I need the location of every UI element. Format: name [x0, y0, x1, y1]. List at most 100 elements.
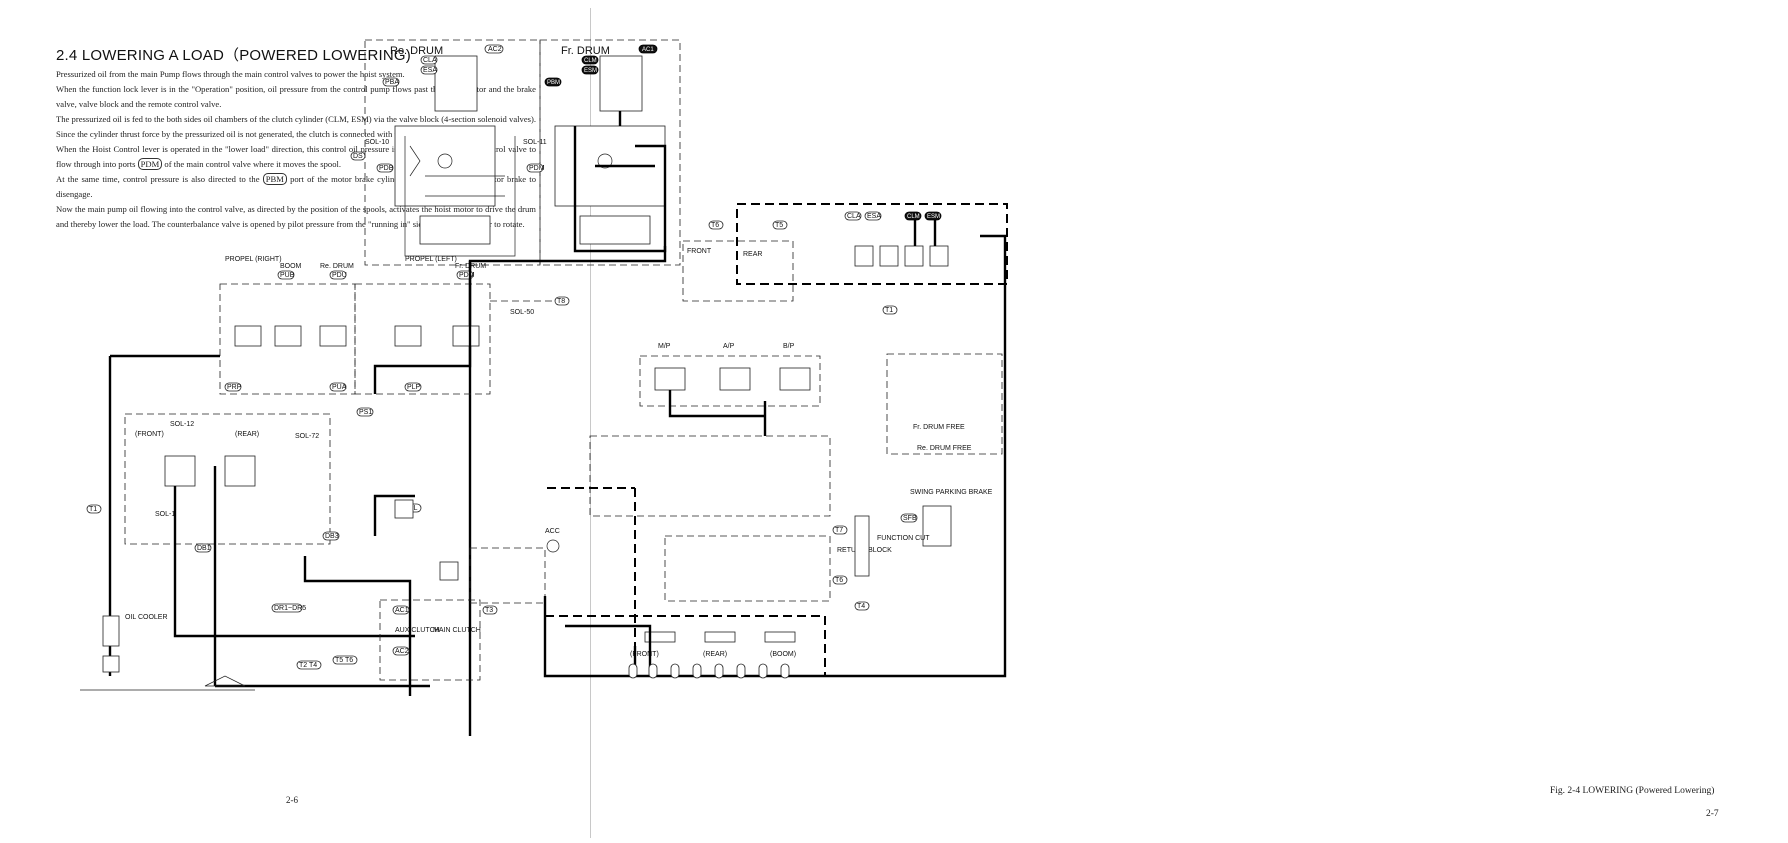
svg-text:AC2: AC2 [488, 46, 502, 53]
svg-text:T5 T6: T5 T6 [335, 657, 353, 664]
fr-drum-free-label: Fr. DRUM FREE [913, 424, 965, 431]
svg-text:PDB: PDB [379, 165, 394, 172]
front-lever-label: (FRONT) [630, 651, 659, 658]
svg-text:PS1: PS1 [359, 409, 372, 416]
hydraulic-circuit-diagram: Re. DRUM Fr. DRUM AC2 AC1 CLA ESA CLM ES… [80, 39, 1008, 736]
paragraph-3: The pressurized oil is fed to the both s… [56, 114, 536, 139]
svg-text:CLM: CLM [907, 214, 920, 220]
pilot-valve-b [779, 367, 811, 391]
propel-left-label: PROPEL (LEFT) [405, 256, 457, 263]
svg-text:CLA: CLA [847, 213, 861, 220]
function-cut-label: FUNCTION CUT [877, 535, 930, 542]
spool-fr-drum [452, 325, 480, 347]
solenoid-valve-3 [904, 245, 924, 267]
port-t6-return: T6 [832, 575, 848, 585]
paragraph-4-end: of the main control valve where it moves… [162, 159, 342, 169]
rear-motor-symbol [437, 153, 453, 169]
page-number-right: 2-7 [1706, 809, 1719, 819]
paragraph-4: When the Hoist Control lever is operated… [56, 142, 536, 172]
drum-free-block [886, 353, 1003, 455]
svg-text:T2 T4: T2 T4 [299, 662, 317, 669]
port-pdb: PDB [376, 163, 394, 173]
spool-re-drum [319, 325, 347, 347]
svg-text:AC2: AC2 [395, 648, 409, 655]
rear-brake-valve [394, 125, 496, 207]
remote-control-lever-bank [544, 615, 826, 677]
port-cla-rcv: CLA [844, 211, 862, 221]
svg-text:T1: T1 [89, 506, 97, 513]
oil-cooler-symbol [102, 615, 120, 647]
front-drum-title: Fr. DRUM [561, 45, 610, 57]
port-sfb: SFB [900, 513, 918, 523]
sol-50-label: SOL-50 [510, 309, 534, 316]
solenoid-valve-1 [854, 245, 874, 267]
port-t5-t6: T5 T6 [332, 655, 358, 665]
port-clm-rcv: CLM [904, 211, 922, 221]
port-pbm-ref: PBM [262, 173, 287, 185]
svg-text:SFB: SFB [903, 515, 917, 522]
sol-1-label: SOL-1 [155, 511, 175, 518]
svg-text:T5: T5 [775, 222, 783, 229]
brake-valve-symbol [439, 561, 459, 581]
port-db1: DB1 [194, 543, 212, 553]
pilot-valve-a [719, 367, 751, 391]
sol-72-label: SOL-72 [295, 433, 319, 440]
svg-text:PBA: PBA [385, 79, 399, 86]
port-t8: T8 [554, 296, 570, 306]
accumulator-block [469, 547, 546, 604]
svg-text:PDU: PDU [332, 272, 347, 279]
svg-text:T1: T1 [885, 307, 893, 314]
section-title: 2.4 LOWERING A LOAD（POWERED LOWERING) [56, 47, 411, 64]
acc-label: ACC [545, 528, 560, 535]
svg-text:PRP: PRP [227, 384, 242, 391]
svg-text:DB3: DB3 [325, 533, 339, 540]
pump-block [124, 413, 331, 545]
port-t1-rcv: T1 [882, 305, 898, 315]
port-t6: T6 [708, 220, 724, 230]
spool-propel-right [234, 325, 262, 347]
svg-text:T8: T8 [557, 298, 565, 305]
rear-counterbalance-valve [419, 215, 491, 245]
svg-text:T3: T3 [485, 607, 493, 614]
re-drum-free-label: Re. DRUM FREE [917, 445, 972, 452]
clutch-block [379, 599, 481, 681]
port-pba: PBA [382, 77, 400, 87]
svg-text:DR1~DR5: DR1~DR5 [274, 605, 306, 612]
svg-text:DB1: DB1 [197, 545, 211, 552]
bp-label: B/P [783, 343, 795, 350]
paragraph-2: When the function lock lever is in the "… [56, 84, 536, 109]
port-pdm-drum: PDM [526, 163, 545, 173]
remote-control-valve-block [736, 203, 1008, 285]
lever-boom [764, 631, 796, 643]
port-t7: T7 [832, 525, 848, 535]
front-rear-pedal-block [682, 240, 794, 302]
front-motor-symbol [597, 153, 613, 169]
mp-label: M/P [658, 343, 671, 350]
paragraph-1: Pressurized oil from the main Pump flows… [56, 69, 405, 79]
port-prp: PRP [224, 382, 242, 392]
main-clutch-label: MAIN CLUTCH [433, 627, 481, 634]
solenoid-bank-lower [664, 535, 831, 602]
svg-text:ESM: ESM [584, 68, 597, 74]
port-pub: PUB [277, 270, 295, 280]
lever-front [644, 631, 676, 643]
aux-clutch-label: AUX CLUTCH [395, 627, 440, 634]
spool-boom [274, 325, 302, 347]
svg-text:ESA: ESA [867, 213, 881, 220]
front-counterbalance-valve [579, 215, 651, 245]
port-cla: CLA [420, 55, 438, 65]
page-number-left: 2-6 [286, 795, 298, 805]
port-pdm-ref: PDM [137, 158, 163, 170]
port-esm-rcv: ESM [924, 211, 942, 221]
port-t3: T3 [482, 605, 498, 615]
svg-text:ESM: ESM [927, 214, 940, 220]
svg-text:AC1: AC1 [642, 47, 654, 53]
pilot-valve-block [639, 355, 821, 407]
port-pdm-mcv: PDM [456, 270, 475, 280]
svg-text:T7: T7 [835, 527, 843, 534]
svg-text:AC1: AC1 [395, 607, 409, 614]
port-db3: DB3 [322, 531, 340, 541]
sol-12-label: SOL-12 [170, 421, 194, 428]
figure-caption: Fig. 2-4 LOWERING (Powered Lowering) [1550, 786, 1715, 796]
port-clm: CLM [581, 55, 599, 65]
